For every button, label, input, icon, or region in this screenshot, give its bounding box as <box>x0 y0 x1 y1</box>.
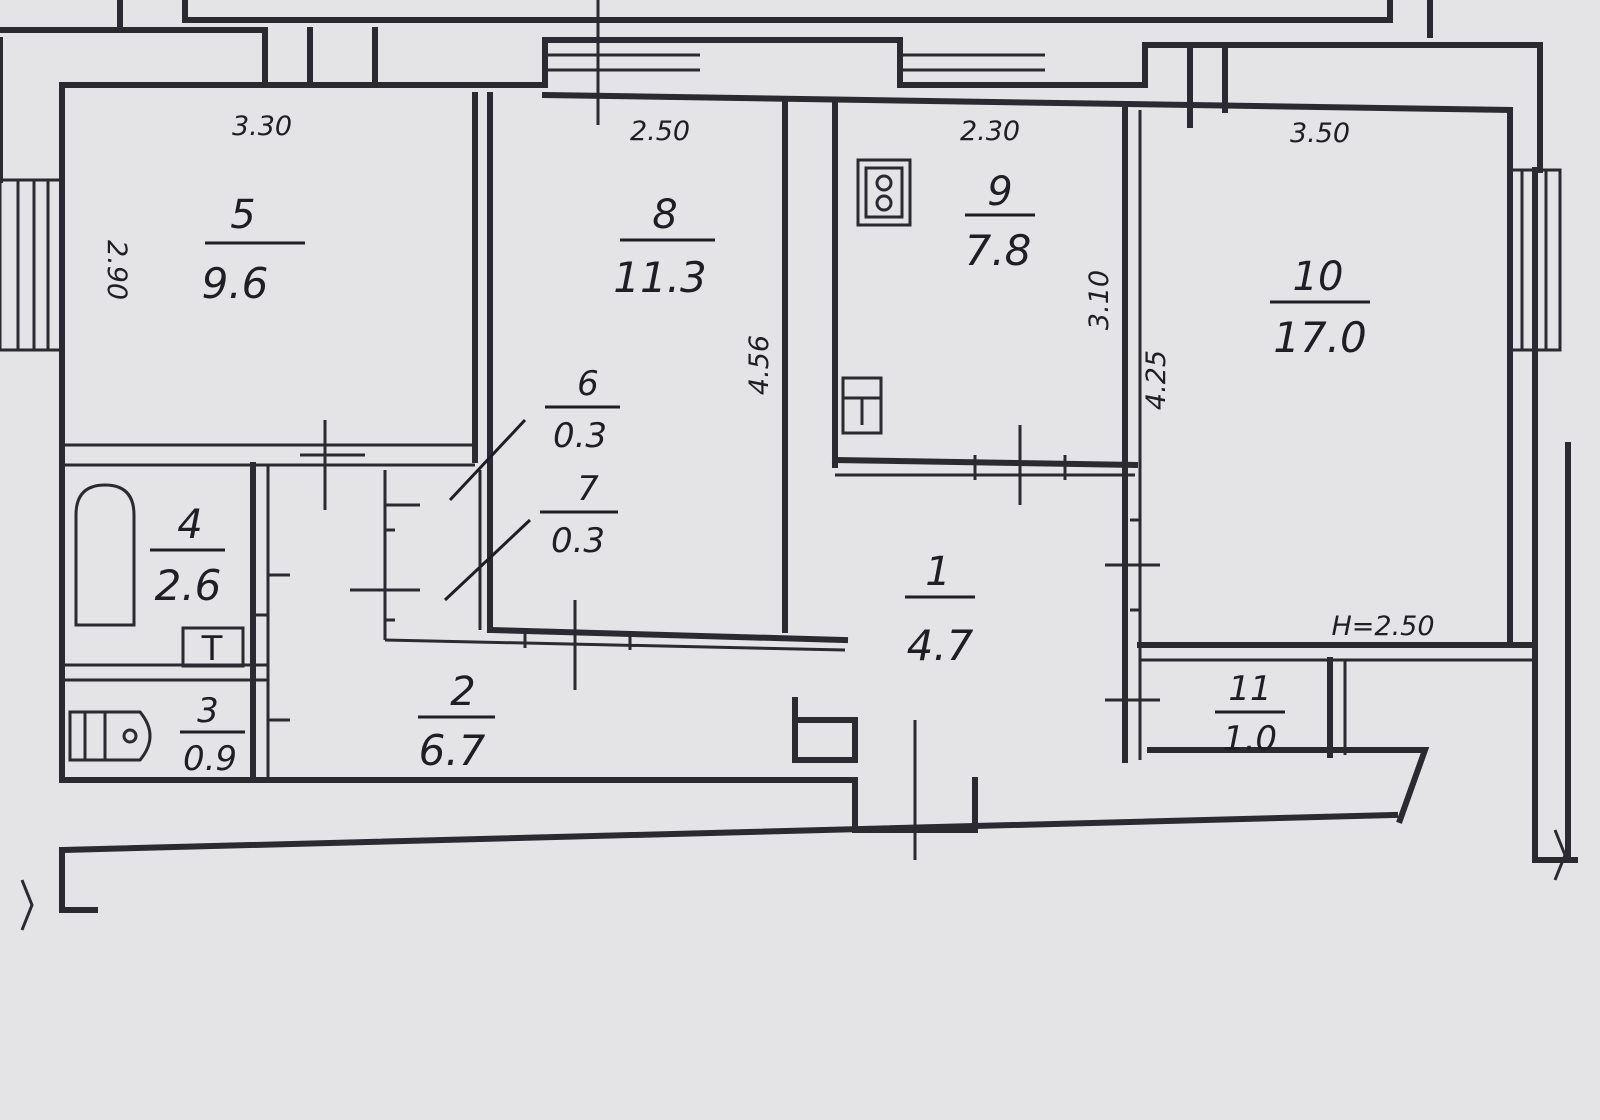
kitchen-sink-icon <box>841 376 883 435</box>
svg-text:11: 11 <box>1228 669 1271 709</box>
bathtub-icon <box>74 483 136 627</box>
room-8-label: 8 11.3 <box>613 192 715 302</box>
dim-room9-depth: 3.10 <box>1084 270 1115 330</box>
room-6-leader <box>448 418 527 502</box>
svg-text:5: 5 <box>230 192 255 238</box>
room-3-label: 3 0.9 <box>180 691 245 779</box>
right-window <box>1508 168 1562 352</box>
svg-text:4: 4 <box>177 502 202 548</box>
dim-room5-width: 3.30 <box>232 111 292 142</box>
break-mark-right <box>1553 829 1567 881</box>
dim-room8-depth: 4.56 <box>744 335 775 395</box>
interior-partitions <box>62 92 1538 783</box>
svg-text:7.8: 7.8 <box>965 226 1032 275</box>
svg-text:2.6: 2.6 <box>155 561 222 610</box>
outer-top-wall <box>0 0 1543 173</box>
stove-icon <box>856 158 912 227</box>
room-2-label: 2 6.7 <box>418 669 495 775</box>
svg-text:7: 7 <box>577 469 599 509</box>
svg-text:0.3: 0.3 <box>551 521 605 561</box>
svg-text:6.7: 6.7 <box>419 726 486 775</box>
door-marks <box>253 0 1160 860</box>
svg-text:2: 2 <box>450 669 475 715</box>
break-mark-left <box>20 879 34 931</box>
washbasin-label: T <box>201 629 223 669</box>
svg-text:9: 9 <box>987 169 1012 215</box>
dim-room8-width: 2.50 <box>630 116 690 147</box>
dim-ceiling-height: H=2.50 <box>1331 611 1434 642</box>
dim-room9-width: 2.30 <box>960 116 1020 147</box>
svg-text:3: 3 <box>197 691 219 731</box>
svg-text:17.0: 17.0 <box>1273 313 1367 362</box>
room-6-label: 6 0.3 <box>545 364 620 456</box>
svg-text:1: 1 <box>925 549 950 595</box>
svg-text:10: 10 <box>1293 254 1344 300</box>
svg-text:1.0: 1.0 <box>1223 719 1277 759</box>
room-7-leader <box>443 518 532 602</box>
room-7-label: 7 0.3 <box>540 469 618 561</box>
dim-room10-width: 3.50 <box>1290 118 1350 149</box>
washbasin-icon <box>181 626 245 668</box>
svg-text:8: 8 <box>652 192 677 238</box>
left-window <box>0 178 64 352</box>
room-11-label: 11 1.0 <box>1215 669 1285 759</box>
room-5-label: 5 9.6 <box>202 192 305 308</box>
room-1-label: 1 4.7 <box>905 549 975 670</box>
svg-text:0.3: 0.3 <box>553 416 607 456</box>
svg-text:0.9: 0.9 <box>183 739 237 779</box>
toilet-icon <box>68 710 152 762</box>
room-10-label: 10 17.0 <box>1270 254 1370 362</box>
svg-text:4.7: 4.7 <box>907 621 974 670</box>
room-9-label: 9 7.8 <box>965 169 1035 275</box>
svg-text:11.3: 11.3 <box>613 253 707 302</box>
svg-text:6: 6 <box>577 364 599 404</box>
room-4-label: 4 2.6 <box>150 502 225 610</box>
dim-room5-depth: 2.90 <box>101 240 132 300</box>
svg-text:9.6: 9.6 <box>202 259 269 308</box>
dim-room10-depth: 4.25 <box>1141 350 1172 410</box>
